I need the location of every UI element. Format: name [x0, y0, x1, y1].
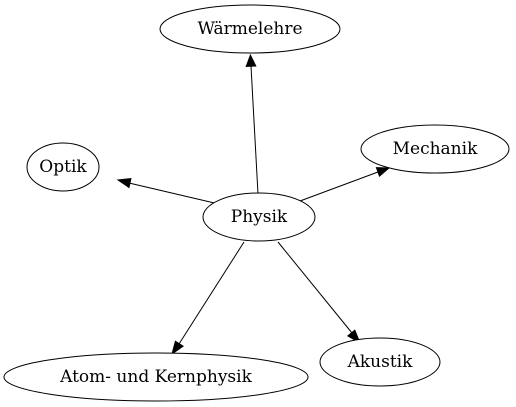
node-waermelehre: Wärmelehre: [159, 4, 341, 54]
arrowhead: [116, 178, 132, 189]
node-label-physik: Physik: [231, 207, 288, 227]
node-ellipse: [319, 337, 441, 387]
node-physik: Physik: [202, 192, 316, 242]
nodes: Wärmelehre Optik Mechanik Physik Atom- u…: [3, 4, 510, 402]
node-akustik: Akustik: [319, 337, 441, 387]
node-label-waermelehre: Wärmelehre: [197, 19, 302, 39]
node-ellipse: [26, 142, 100, 192]
node-label-optik: Optik: [39, 157, 87, 177]
node-mechanik: Mechanik: [360, 124, 510, 174]
node-label-mechanik: Mechanik: [393, 139, 478, 159]
arrowhead: [245, 53, 257, 68]
edge-line: [128, 182, 224, 206]
edge-physik-atom: [171, 241, 245, 356]
edge-physik-mechanik: [299, 167, 391, 202]
node-atom: Atom- und Kernphysik: [3, 352, 309, 402]
edges: [116, 53, 391, 356]
node-optik: Optik: [26, 142, 100, 192]
edge-physik-akustik: [277, 241, 362, 345]
node-ellipse: [159, 4, 341, 54]
edge-physik-optik: [116, 178, 224, 206]
node-ellipse: [3, 352, 309, 402]
arrowhead: [171, 340, 184, 356]
node-label-akustik: Akustik: [347, 352, 414, 372]
edge-line: [250, 65, 259, 195]
node-label-atom: Atom- und Kernphysik: [59, 367, 252, 387]
arrowhead: [375, 167, 391, 177]
node-ellipse: [360, 124, 510, 174]
edge-line: [277, 241, 353, 334]
node-ellipse: [202, 192, 316, 242]
edge-line: [178, 241, 245, 345]
edge-physik-waermelehre: [245, 53, 259, 195]
edge-line: [299, 171, 379, 202]
